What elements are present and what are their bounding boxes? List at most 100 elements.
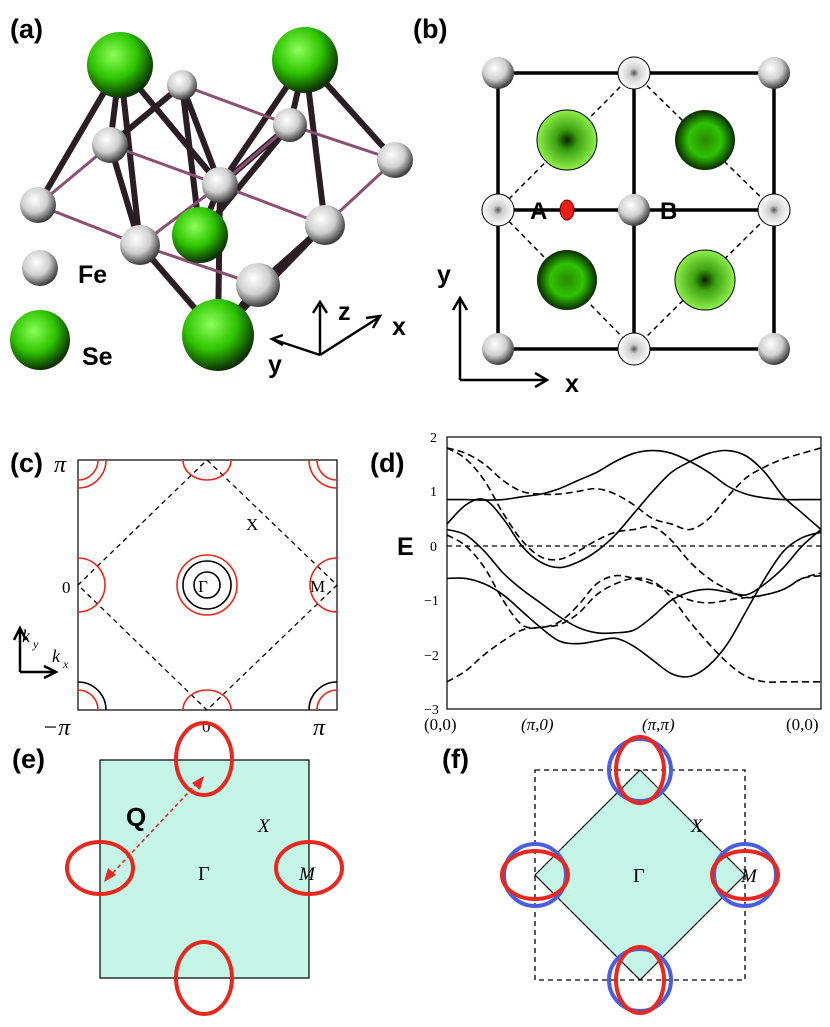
kx-subscript: x — [62, 657, 69, 671]
bz-diamond-f — [534, 769, 746, 981]
panel-e: (e) Q Γ X M — [12, 721, 344, 1016]
ytick-m3: −3 — [424, 703, 439, 718]
fe-atom — [305, 205, 345, 245]
ky-subscript: y — [32, 637, 39, 651]
se-site-light — [536, 109, 598, 171]
axis-x-label-b: x — [565, 370, 579, 398]
band-line-dashed-7 — [446, 577, 821, 683]
point-x-c: X — [246, 515, 258, 534]
panel-a-label: (a) — [10, 14, 43, 44]
fermi-bz-dashed — [77, 459, 338, 711]
panel-b-label: (b) — [413, 14, 447, 44]
band-plot-frame — [446, 436, 822, 710]
electron-pockets-red-f — [500, 735, 780, 1015]
se-atom — [172, 207, 228, 263]
axis-y-label-a: y — [268, 351, 282, 379]
fe-site-light — [481, 193, 515, 227]
ytick-0: 0 — [430, 540, 437, 555]
axis-z-label: z — [338, 298, 351, 326]
panel-a: (a) — [10, 14, 413, 379]
fe-site-light — [617, 332, 651, 366]
crystal-atoms — [20, 27, 413, 371]
unit-cell-dashed — [496, 71, 776, 351]
se-atom — [182, 299, 254, 371]
pocket-top — [174, 721, 234, 797]
ytick-m1: −1 — [424, 594, 439, 609]
pocket-left — [65, 840, 135, 896]
se-legend-label: Se — [82, 343, 113, 371]
xtick-m: (π,π) — [642, 715, 675, 734]
pocket-bottom — [174, 940, 234, 1016]
panel-c-label: (c) — [10, 448, 43, 478]
fe-legend-label: Fe — [78, 261, 107, 289]
band-line-solid-3 — [446, 531, 822, 678]
panel-b: (b) A B — [413, 14, 791, 398]
axes-triad-a — [268, 299, 383, 357]
fe-site — [758, 333, 790, 365]
se-site-dark — [675, 110, 735, 170]
ytick-m2: −2 — [424, 649, 439, 664]
fe-atom — [167, 70, 197, 100]
band-xticks: (0,0) (π,0) (π,π) (0,0) — [424, 715, 819, 734]
tick-top-pi: π — [54, 452, 67, 478]
band-line-dashed-4 — [446, 447, 822, 531]
tick-bottom-neg-pi: −π — [42, 715, 71, 741]
xtick-gamma-end: (0,0) — [786, 715, 819, 734]
k-axes-c — [12, 625, 59, 680]
tick-bottom-zero: 0 — [202, 717, 211, 736]
atom-legend: Fe Se — [10, 250, 113, 371]
fe-site — [482, 333, 514, 365]
fe-atom — [202, 167, 238, 203]
band-line-solid-1 — [446, 449, 822, 569]
se-legend-icon — [10, 310, 70, 370]
band-line-solid-0 — [446, 449, 822, 501]
point-x-f: X — [690, 816, 704, 837]
point-m-f: M — [740, 866, 758, 887]
fe-atom — [377, 142, 413, 178]
point-x-e: X — [257, 816, 271, 837]
tick-left-zero: 0 — [62, 578, 71, 597]
se-sites-b — [536, 109, 736, 311]
xtick-gamma-start: (0,0) — [424, 715, 457, 734]
fe-site — [618, 194, 650, 226]
site-label-b: B — [660, 198, 677, 225]
band-ylabel: E — [397, 533, 414, 561]
band-line-dashed-5 — [446, 447, 822, 599]
axis-y-label-b: y — [437, 261, 451, 289]
fe-site — [482, 57, 514, 89]
fe-sites-b — [481, 56, 791, 366]
point-gamma-e: Γ — [198, 863, 210, 885]
panel-d: (d) 2 1 0 −1 −2 −3 E (0,0) (π,0) (π,π) (… — [370, 431, 822, 734]
se-site-light — [674, 249, 736, 311]
fe-atom — [20, 187, 56, 223]
fe-site-light — [617, 56, 651, 90]
axes-triad-b — [451, 295, 550, 389]
fe-site-light — [757, 193, 791, 227]
site-marker-red — [559, 199, 575, 221]
axis-x-label-a: x — [392, 313, 406, 341]
q-vector-label: Q — [126, 802, 146, 832]
fe-atom — [92, 127, 128, 163]
ytick-2: 2 — [430, 431, 437, 446]
electron-pockets-e — [65, 721, 344, 1016]
tick-bottom-pi: π — [313, 715, 326, 741]
panel-f: (f) Γ X M — [442, 735, 780, 1015]
fe-site — [758, 57, 790, 89]
band-lines — [446, 447, 822, 683]
fermi-pockets-c — [77, 459, 338, 711]
pocket-right — [274, 840, 344, 896]
se-atom — [87, 32, 153, 98]
site-label-a: A — [530, 198, 547, 225]
kx-label: k — [52, 646, 61, 666]
q-vector — [104, 776, 204, 882]
panel-e-label: (e) — [12, 744, 45, 774]
fe-atom — [273, 108, 307, 142]
panel-f-label: (f) — [442, 744, 469, 774]
point-gamma-f: Γ — [633, 865, 645, 887]
point-gamma-c: Γ — [198, 577, 208, 596]
panel-c: (c) π 0 −π 0 π Γ X — [10, 448, 338, 741]
band-yticks: 2 1 0 −1 −2 −3 — [424, 431, 439, 718]
fermi-surface-frame — [77, 459, 338, 711]
se-atom — [272, 27, 338, 93]
